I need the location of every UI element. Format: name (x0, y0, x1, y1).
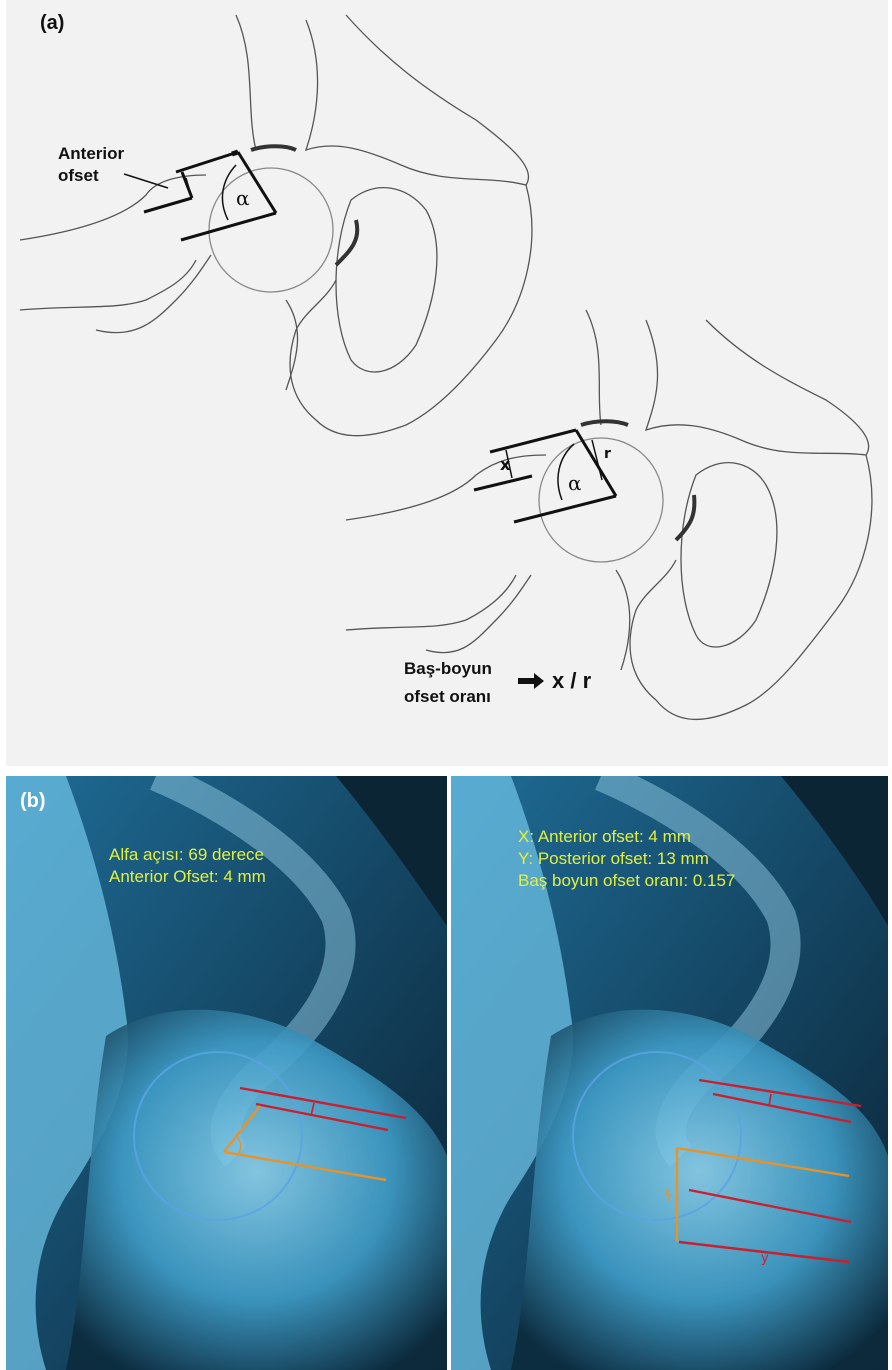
upper-measurement-lines (124, 152, 276, 240)
right-measurements-text: X: Anterior ofset: 4 mm Y: Posterior ofs… (518, 826, 735, 892)
anterior-offset-label: Anterior ofset (58, 143, 124, 187)
panel-a-label: (a) (40, 12, 64, 35)
panel-divider (447, 776, 451, 1370)
upper-hip-drawing (20, 15, 532, 436)
left-measurements-text: Alfa açısı: 69 derece Anterior Ofset: 4 … (109, 844, 266, 888)
ratio-arrow-icon (518, 673, 544, 689)
lower-x-symbol: x (500, 455, 511, 474)
panel-b-xray: x r y (b) Alfa açısı: 69 derece Anterior… (6, 776, 888, 1370)
panel-b-label: (b) (20, 790, 46, 813)
lower-alpha-symbol: α (568, 471, 582, 495)
xray-y-mark: y (761, 1251, 769, 1266)
upper-alpha-symbol: α (236, 186, 250, 210)
lower-measurement-lines (474, 430, 616, 522)
head-neck-ratio-label: Baş-boyun ofset oranı (404, 655, 492, 711)
lower-r-symbol: r (604, 446, 611, 462)
hip-illustrations: α x α r (6, 0, 888, 766)
xray-r-mark: r (667, 1191, 673, 1206)
panel-a-illustration: (a) (6, 0, 888, 766)
ratio-formula: x / r (552, 668, 591, 694)
